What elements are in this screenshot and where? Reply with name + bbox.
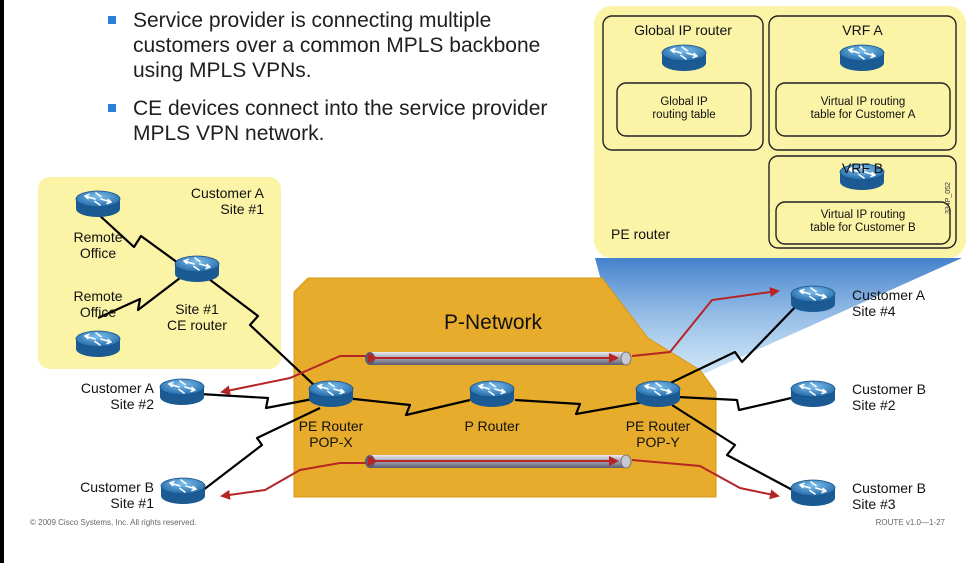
- remote-office-2-label: Remote Office: [73, 288, 123, 320]
- vpn-arrow-a2: [220, 355, 341, 396]
- slide-code: 334P_052: [945, 182, 952, 214]
- customer-a-site1-region: [38, 177, 281, 369]
- link-a2-pex: [199, 392, 319, 410]
- pe-router-pop-x-icon: [308, 380, 354, 408]
- global-ip-router-icon: [661, 44, 707, 72]
- link-remote2-ce: [97, 277, 181, 320]
- customer-b-site1-label: Customer B Site #1: [80, 479, 154, 511]
- customer-b-site3-router-icon: [790, 479, 836, 507]
- vrf-b-box: [768, 155, 957, 249]
- link-b1-pex: [197, 407, 321, 495]
- ce-router-icon: [174, 255, 220, 283]
- p-router-label: P Router: [464, 418, 520, 434]
- customer-a-site2-router-icon: [159, 378, 205, 406]
- vrf-a-box: [768, 15, 957, 151]
- vrf-a-router-icon: [839, 44, 885, 72]
- vpn-arrow-b1: [220, 462, 341, 500]
- link-pey-a4: [659, 301, 801, 389]
- customer-a-site4-router-icon: [790, 285, 836, 313]
- vrf-b-title: VRF B: [841, 160, 884, 176]
- vpn-arrows: [220, 287, 780, 500]
- vrf-a-table-label: Virtual IP routing table for Customer A: [810, 96, 916, 121]
- global-router-title: Global IP router: [634, 22, 732, 38]
- customer-b-site2-label: Customer B Site #2: [852, 381, 926, 413]
- customer-b-site3-label: Customer B Site #3: [852, 480, 926, 512]
- global-table-box: [616, 82, 752, 137]
- ce-router-label: Site #1 CE router: [167, 301, 227, 333]
- vrf-b-table-label: Virtual IP routing table for Customer B: [810, 209, 916, 234]
- customer-b-site1-router-icon: [160, 477, 206, 505]
- global-table-label: Global IP routing table: [652, 96, 716, 121]
- global-router-box: [602, 15, 764, 151]
- vpn-arrow-b3: [631, 459, 780, 500]
- link-p-pey: [514, 398, 645, 416]
- link-remote1-ce: [97, 213, 186, 269]
- pe-router-pop-y-label: PE Router POP-Y: [625, 418, 691, 450]
- customer-a-site4-label: Customer A Site #4: [852, 287, 926, 319]
- vpn-arrow-a4: [631, 287, 780, 357]
- link-pey-b3: [671, 404, 801, 495]
- serial-links: [97, 213, 801, 495]
- pe-router-detail-label: PE router: [611, 226, 671, 242]
- pe-router-pop-y-icon: [635, 380, 681, 408]
- customer-b-site2-router-icon: [790, 380, 836, 408]
- remote-office-1-router-icon: [75, 190, 121, 218]
- slide-left-border: [0, 0, 4, 563]
- bullet-item: Service provider is connecting multiple …: [108, 8, 548, 83]
- footer-course-code: ROUTE v1.0—1-27: [875, 518, 945, 527]
- footer-copyright: © 2009 Cisco Systems, Inc. All rights re…: [30, 518, 197, 527]
- link-ce-pex: [204, 275, 316, 387]
- vrf-a-table-box: [775, 82, 951, 137]
- pe-router-pop-x-label: PE Router POP-X: [298, 418, 364, 450]
- link-pex-p: [344, 396, 471, 417]
- bullet-item: CE devices connect into the service prov…: [108, 96, 548, 146]
- vrf-b-table-box: [775, 201, 951, 245]
- customer-a-site1-title: Customer A Site #1: [190, 185, 264, 217]
- remote-office-2-router-icon: [75, 330, 121, 358]
- link-pey-b2: [677, 394, 801, 412]
- bullet-list: Service provider is connecting multiple …: [108, 8, 548, 159]
- remote-office-1-label: Remote Office: [73, 229, 123, 261]
- p-network-title: P-Network: [444, 311, 543, 334]
- customer-a-site2-label: Customer A Site #2: [80, 380, 154, 412]
- vrf-a-title: VRF A: [842, 22, 883, 38]
- p-router-icon: [469, 380, 515, 408]
